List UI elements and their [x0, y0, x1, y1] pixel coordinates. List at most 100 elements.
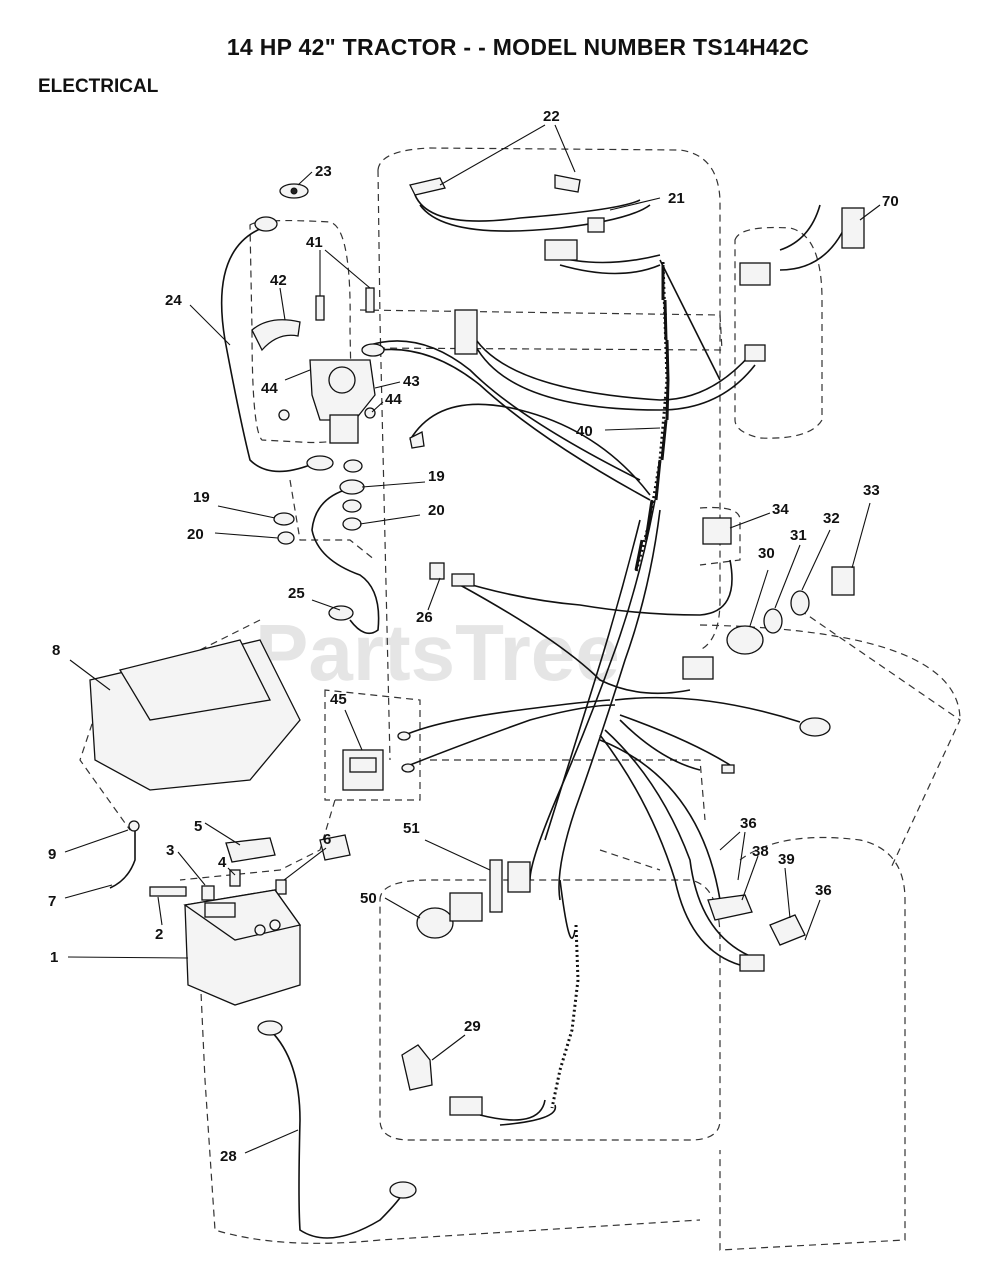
ignition-switch-30 [726, 625, 764, 655]
callout-labels: 22 23 21 70 41 42 24 43 44 44 40 19 19 2… [48, 108, 899, 1165]
callout-32: 32 [823, 510, 840, 527]
callout-70: 70 [882, 193, 899, 210]
callout-23: 23 [315, 163, 332, 180]
clip-part-5 [319, 834, 351, 861]
callout-36-right: 36 [815, 882, 832, 899]
fuse-holder-26 [429, 562, 445, 580]
callout-42: 42 [270, 272, 287, 289]
callout-4: 4 [218, 854, 227, 871]
page-title: 14 HP 42" TRACTOR - - MODEL NUMBER TS14H… [226, 34, 810, 60]
callout-36-top: 36 [740, 815, 757, 832]
callout-6: 6 [323, 831, 331, 848]
callout-43: 43 [403, 373, 420, 390]
ignition-plug [682, 656, 714, 680]
section-label: ELECTRICAL [38, 76, 159, 97]
washer-mid [343, 459, 363, 473]
callout-5: 5 [194, 818, 202, 835]
washer-part-19 [273, 512, 295, 526]
lug-part-25 [328, 605, 354, 621]
connector-part-51 [507, 861, 531, 893]
callout-28: 28 [220, 1148, 237, 1165]
callout-8: 8 [52, 642, 60, 659]
harness-plug [454, 309, 478, 355]
ring-lug [361, 343, 385, 357]
plunger-plug [739, 954, 765, 972]
callout-20-left: 20 [187, 526, 204, 543]
wire-end-a [397, 731, 411, 741]
plate-part-51 [489, 859, 503, 913]
key-part-33 [831, 566, 855, 596]
nut-part-20a [277, 531, 295, 545]
socket-connector [739, 262, 771, 286]
nut-part-6 [275, 879, 287, 895]
boot-part-42 [251, 319, 301, 352]
ring-terminal [254, 216, 278, 232]
lug-part-28a [257, 1020, 283, 1036]
callout-26: 26 [416, 609, 433, 626]
lug-part-28b [389, 1181, 417, 1199]
bolt-part-41b [365, 287, 375, 313]
cover-part-5 [225, 837, 276, 863]
bolt-part-41a [315, 295, 325, 321]
callout-20-right: 20 [428, 502, 445, 519]
battery-cables [220, 227, 406, 1239]
plug-part-21 [587, 217, 605, 233]
plug-connector [544, 239, 578, 261]
switch-part-39 [769, 914, 806, 946]
bracket-part-38 [707, 894, 753, 921]
switch-part-34 [702, 517, 732, 545]
lug-part-19 [339, 479, 365, 495]
connector-part-22b [554, 174, 581, 193]
callout-19-left: 19 [193, 489, 210, 506]
ground-clip [409, 431, 425, 449]
callout-29: 29 [464, 1018, 481, 1035]
callout-40: 40 [576, 423, 593, 440]
callout-21: 21 [668, 190, 685, 207]
callout-30: 30 [758, 545, 775, 562]
nut-part-20b [342, 517, 362, 531]
bolt-part-2 [149, 886, 187, 897]
coiled-loom [550, 261, 670, 1109]
fuse-part-26 [451, 573, 475, 587]
callout-2: 2 [155, 926, 163, 943]
bolt-part-4 [229, 869, 241, 887]
plug-part-29 [449, 1096, 483, 1116]
callout-24: 24 [165, 292, 182, 309]
callout-38: 38 [752, 843, 769, 860]
callout-34: 34 [772, 501, 789, 518]
plug-part-70 [841, 207, 865, 249]
callout-50: 50 [360, 890, 377, 907]
tractor-outline [79, 147, 961, 1251]
ring-terminal-right [799, 717, 831, 737]
callout-9: 9 [48, 846, 56, 863]
watermark: PartsTree [255, 608, 620, 697]
leader-lines [64, 124, 881, 1154]
knob-part-50 [416, 907, 454, 939]
callout-51: 51 [403, 820, 420, 837]
switch-part-29 [401, 1044, 433, 1091]
callout-39: 39 [778, 851, 795, 868]
callout-19-right: 19 [428, 468, 445, 485]
callout-31: 31 [790, 527, 807, 544]
connector-part-22a [409, 177, 446, 196]
callout-3: 3 [166, 842, 174, 859]
callout-1: 1 [50, 949, 58, 966]
callout-45: 45 [330, 691, 347, 708]
solenoid-body [329, 414, 359, 444]
washer-part-31 [763, 608, 783, 634]
callout-25: 25 [288, 585, 305, 602]
callout-44-right: 44 [385, 391, 402, 408]
wire-harness [369, 194, 851, 1126]
callout-33: 33 [863, 482, 880, 499]
callout-7: 7 [48, 893, 56, 910]
callout-22: 22 [543, 108, 560, 125]
lockwasher [342, 499, 362, 513]
parts [89, 174, 865, 1199]
callout-41: 41 [306, 234, 323, 251]
callout-44-left: 44 [261, 380, 278, 397]
wire-end-b [401, 763, 415, 773]
switch-part-50 [449, 892, 483, 922]
ring-lug-2 [306, 455, 334, 471]
nut-part-3 [201, 885, 215, 901]
